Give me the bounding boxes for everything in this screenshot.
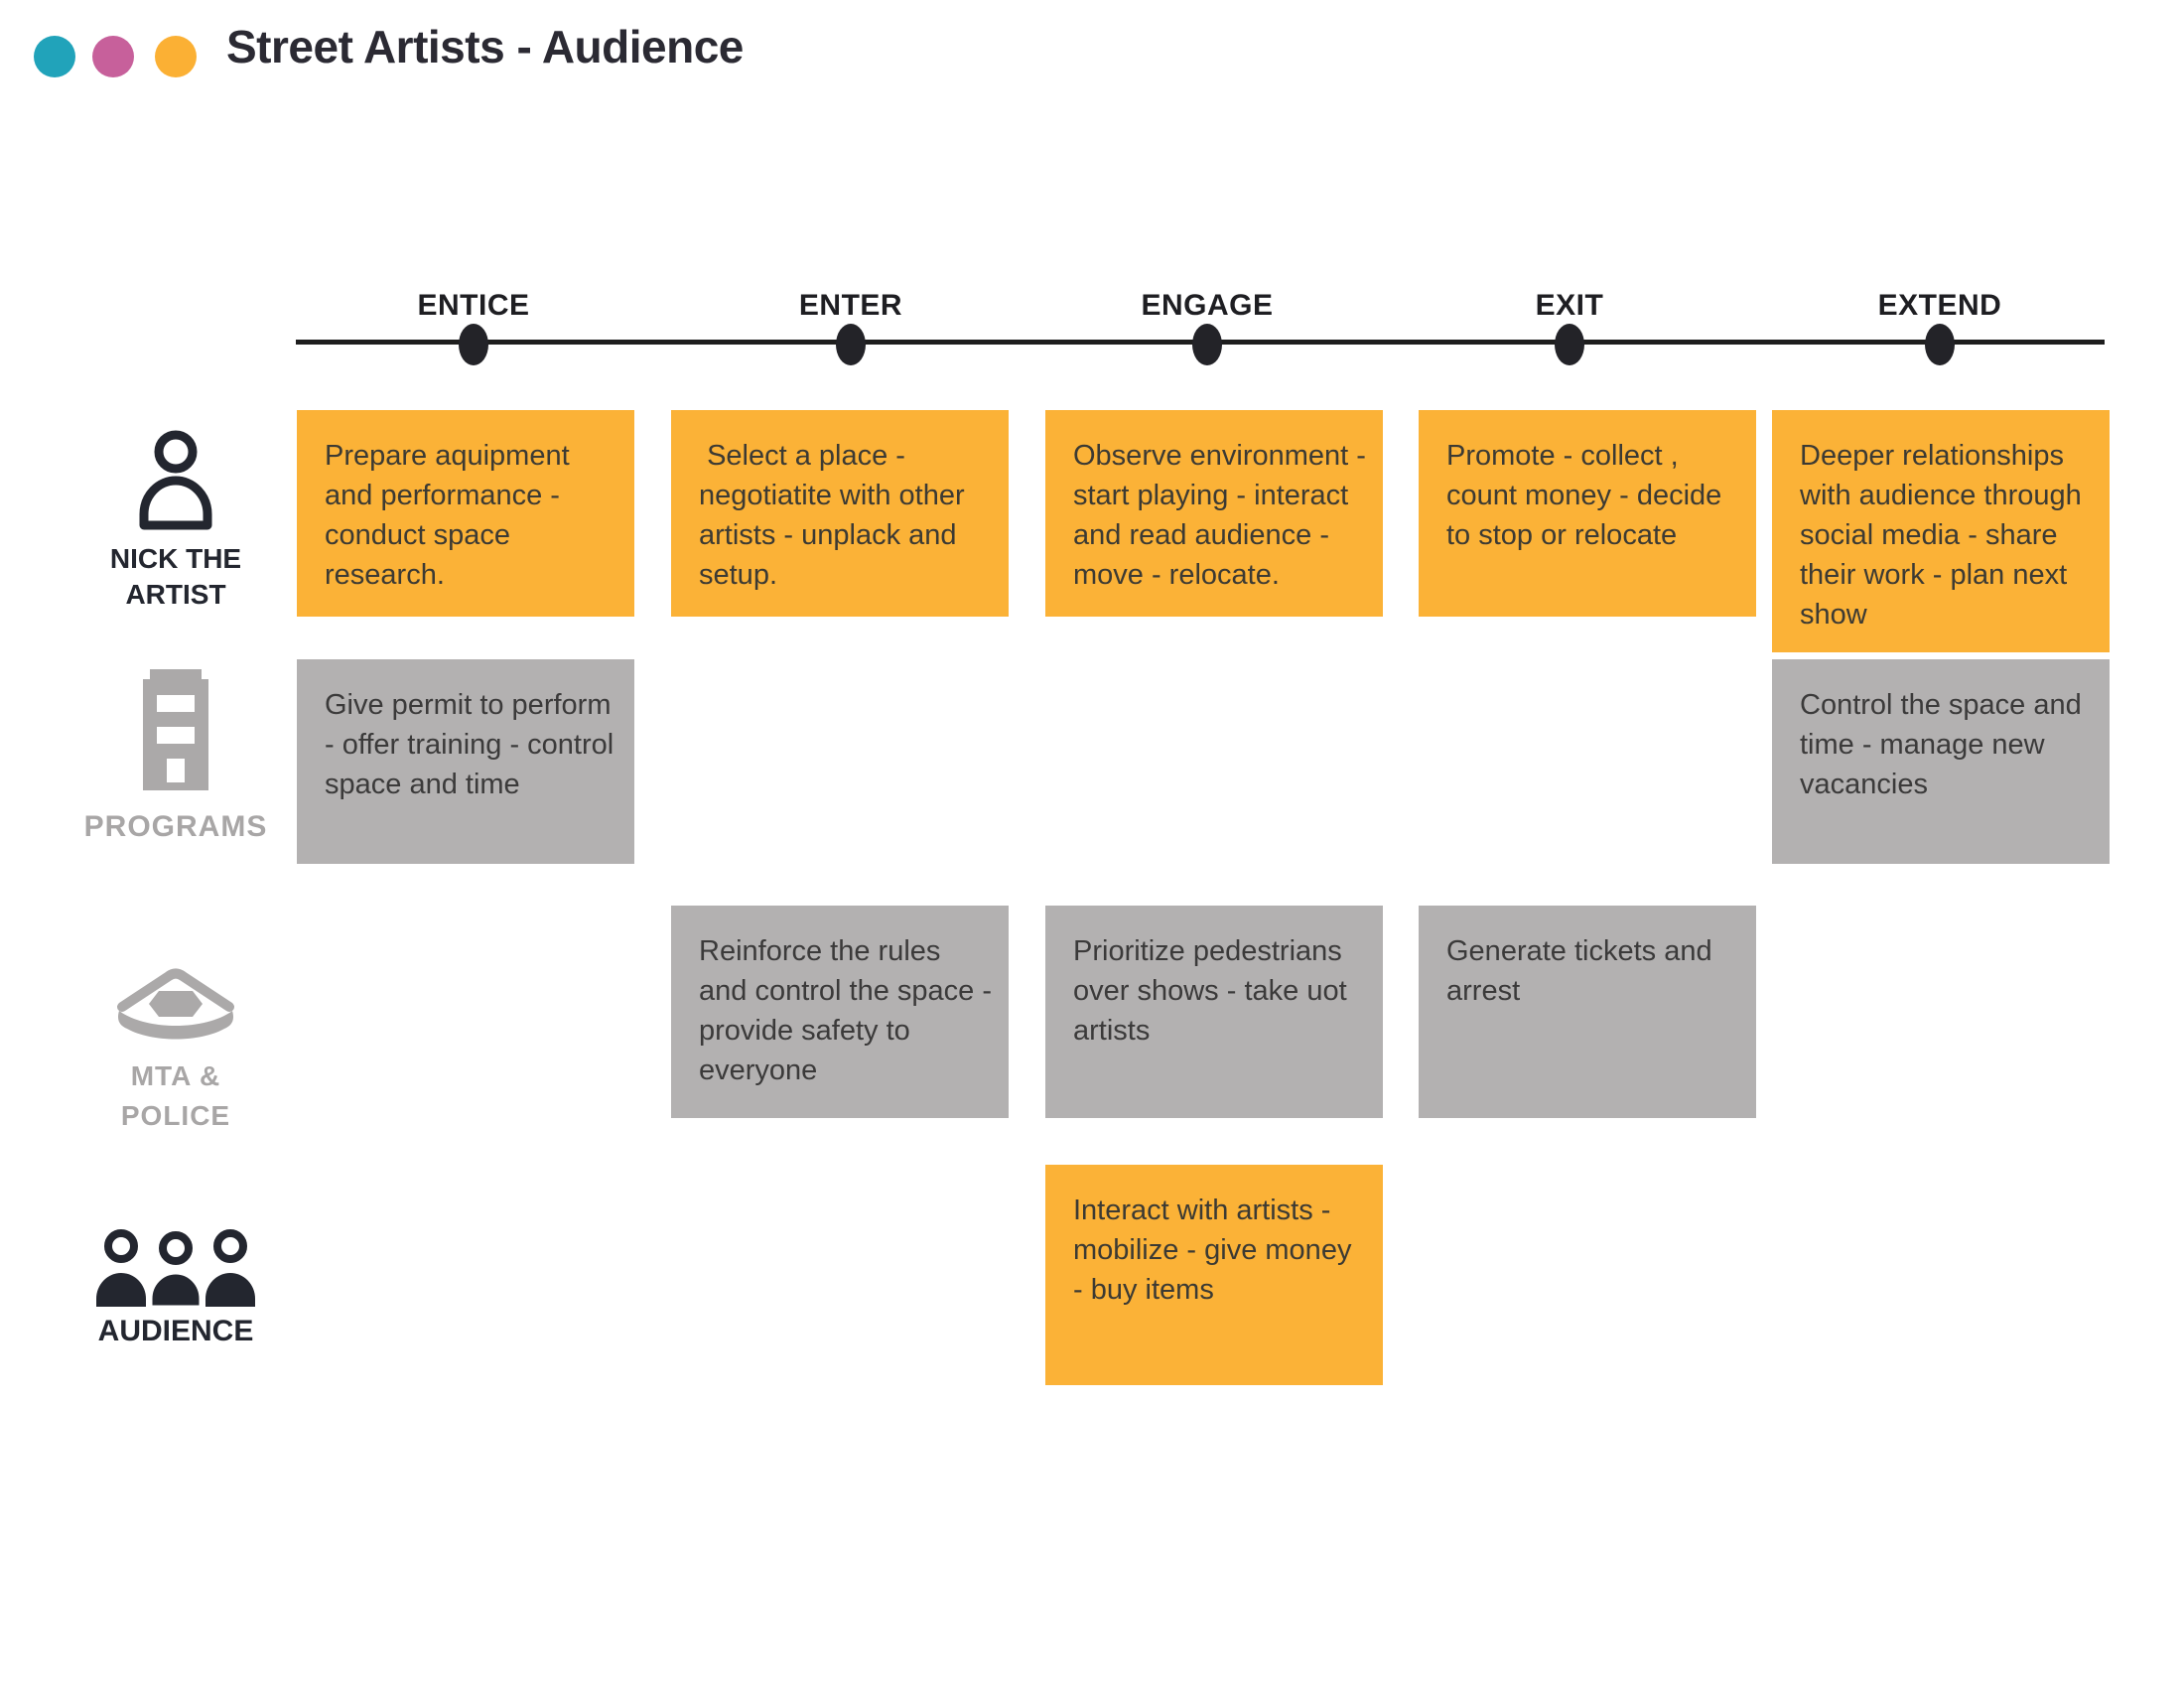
card-police-engage: Prioritize pedestrians over shows - take… bbox=[1045, 906, 1383, 1118]
stage-label: ENGAGE bbox=[1141, 289, 1274, 322]
actor-label-line: AUDIENCE bbox=[97, 1315, 254, 1347]
yellow-dot bbox=[155, 36, 197, 77]
pink-dot bbox=[92, 36, 134, 77]
actor-nick-the-artist: NICK THE ARTIST bbox=[76, 427, 275, 613]
timeline-stage-entice: ENTICE bbox=[344, 289, 603, 365]
stage-label: ENTER bbox=[798, 289, 903, 322]
card-artist-extend: Deeper relationships with audience throu… bbox=[1772, 410, 2110, 652]
timeline-stage-exit: EXIT bbox=[1440, 289, 1699, 365]
card-programs-entice: Give permit to perform - offer training … bbox=[297, 659, 634, 864]
building-icon bbox=[143, 669, 208, 790]
timeline-stage-enter: ENTER bbox=[722, 289, 980, 365]
timeline-stage-engage: ENGAGE bbox=[1078, 289, 1336, 365]
actor-label-line: PROGRAMS bbox=[83, 810, 268, 843]
actor-audience: AUDIENCE bbox=[76, 1227, 275, 1348]
actor-label-line: MTA & bbox=[130, 1060, 221, 1091]
timeline-dot bbox=[459, 324, 488, 365]
card-artist-entice: Prepare aquipment and performance - cond… bbox=[297, 410, 634, 617]
page-title: Street Artists - Audience bbox=[226, 21, 744, 72]
stage-label: EXTEND bbox=[1877, 289, 2002, 322]
stage-label: ENTICE bbox=[417, 289, 530, 322]
timeline-dot bbox=[1555, 324, 1584, 365]
card-artist-exit: Promote - collect , count money - decide… bbox=[1419, 410, 1756, 617]
actor-label-line: NICK THE bbox=[109, 543, 242, 574]
card-artist-engage: Observe environment - start playing - in… bbox=[1045, 410, 1383, 617]
people-icon bbox=[96, 1229, 255, 1309]
timeline-stage-extend: EXTEND bbox=[1811, 289, 2069, 365]
card-programs-extend: Control the space and time - manage new … bbox=[1772, 659, 2110, 864]
timeline-dot bbox=[1192, 324, 1222, 365]
actor-programs: PROGRAMS bbox=[76, 669, 275, 844]
police-cap-icon bbox=[117, 968, 234, 1040]
actor-label-line: POLICE bbox=[120, 1100, 231, 1131]
card-artist-enter: Select a place - negotiatite with other … bbox=[671, 410, 1009, 617]
actor-mta-police: MTA & POLICE bbox=[76, 963, 275, 1136]
timeline-dot bbox=[836, 324, 866, 365]
actor-label-line: ARTIST bbox=[125, 579, 226, 610]
stage-label: EXIT bbox=[1535, 289, 1604, 322]
card-audience-engage: Interact with artists - mobilize - give … bbox=[1045, 1165, 1383, 1385]
card-police-exit: Generate tickets and arrest bbox=[1419, 906, 1756, 1118]
timeline-dot bbox=[1925, 324, 1955, 365]
teal-dot bbox=[34, 36, 75, 77]
person-icon bbox=[139, 430, 212, 530]
card-police-enter: Reinforce the rules and control the spac… bbox=[671, 906, 1009, 1118]
